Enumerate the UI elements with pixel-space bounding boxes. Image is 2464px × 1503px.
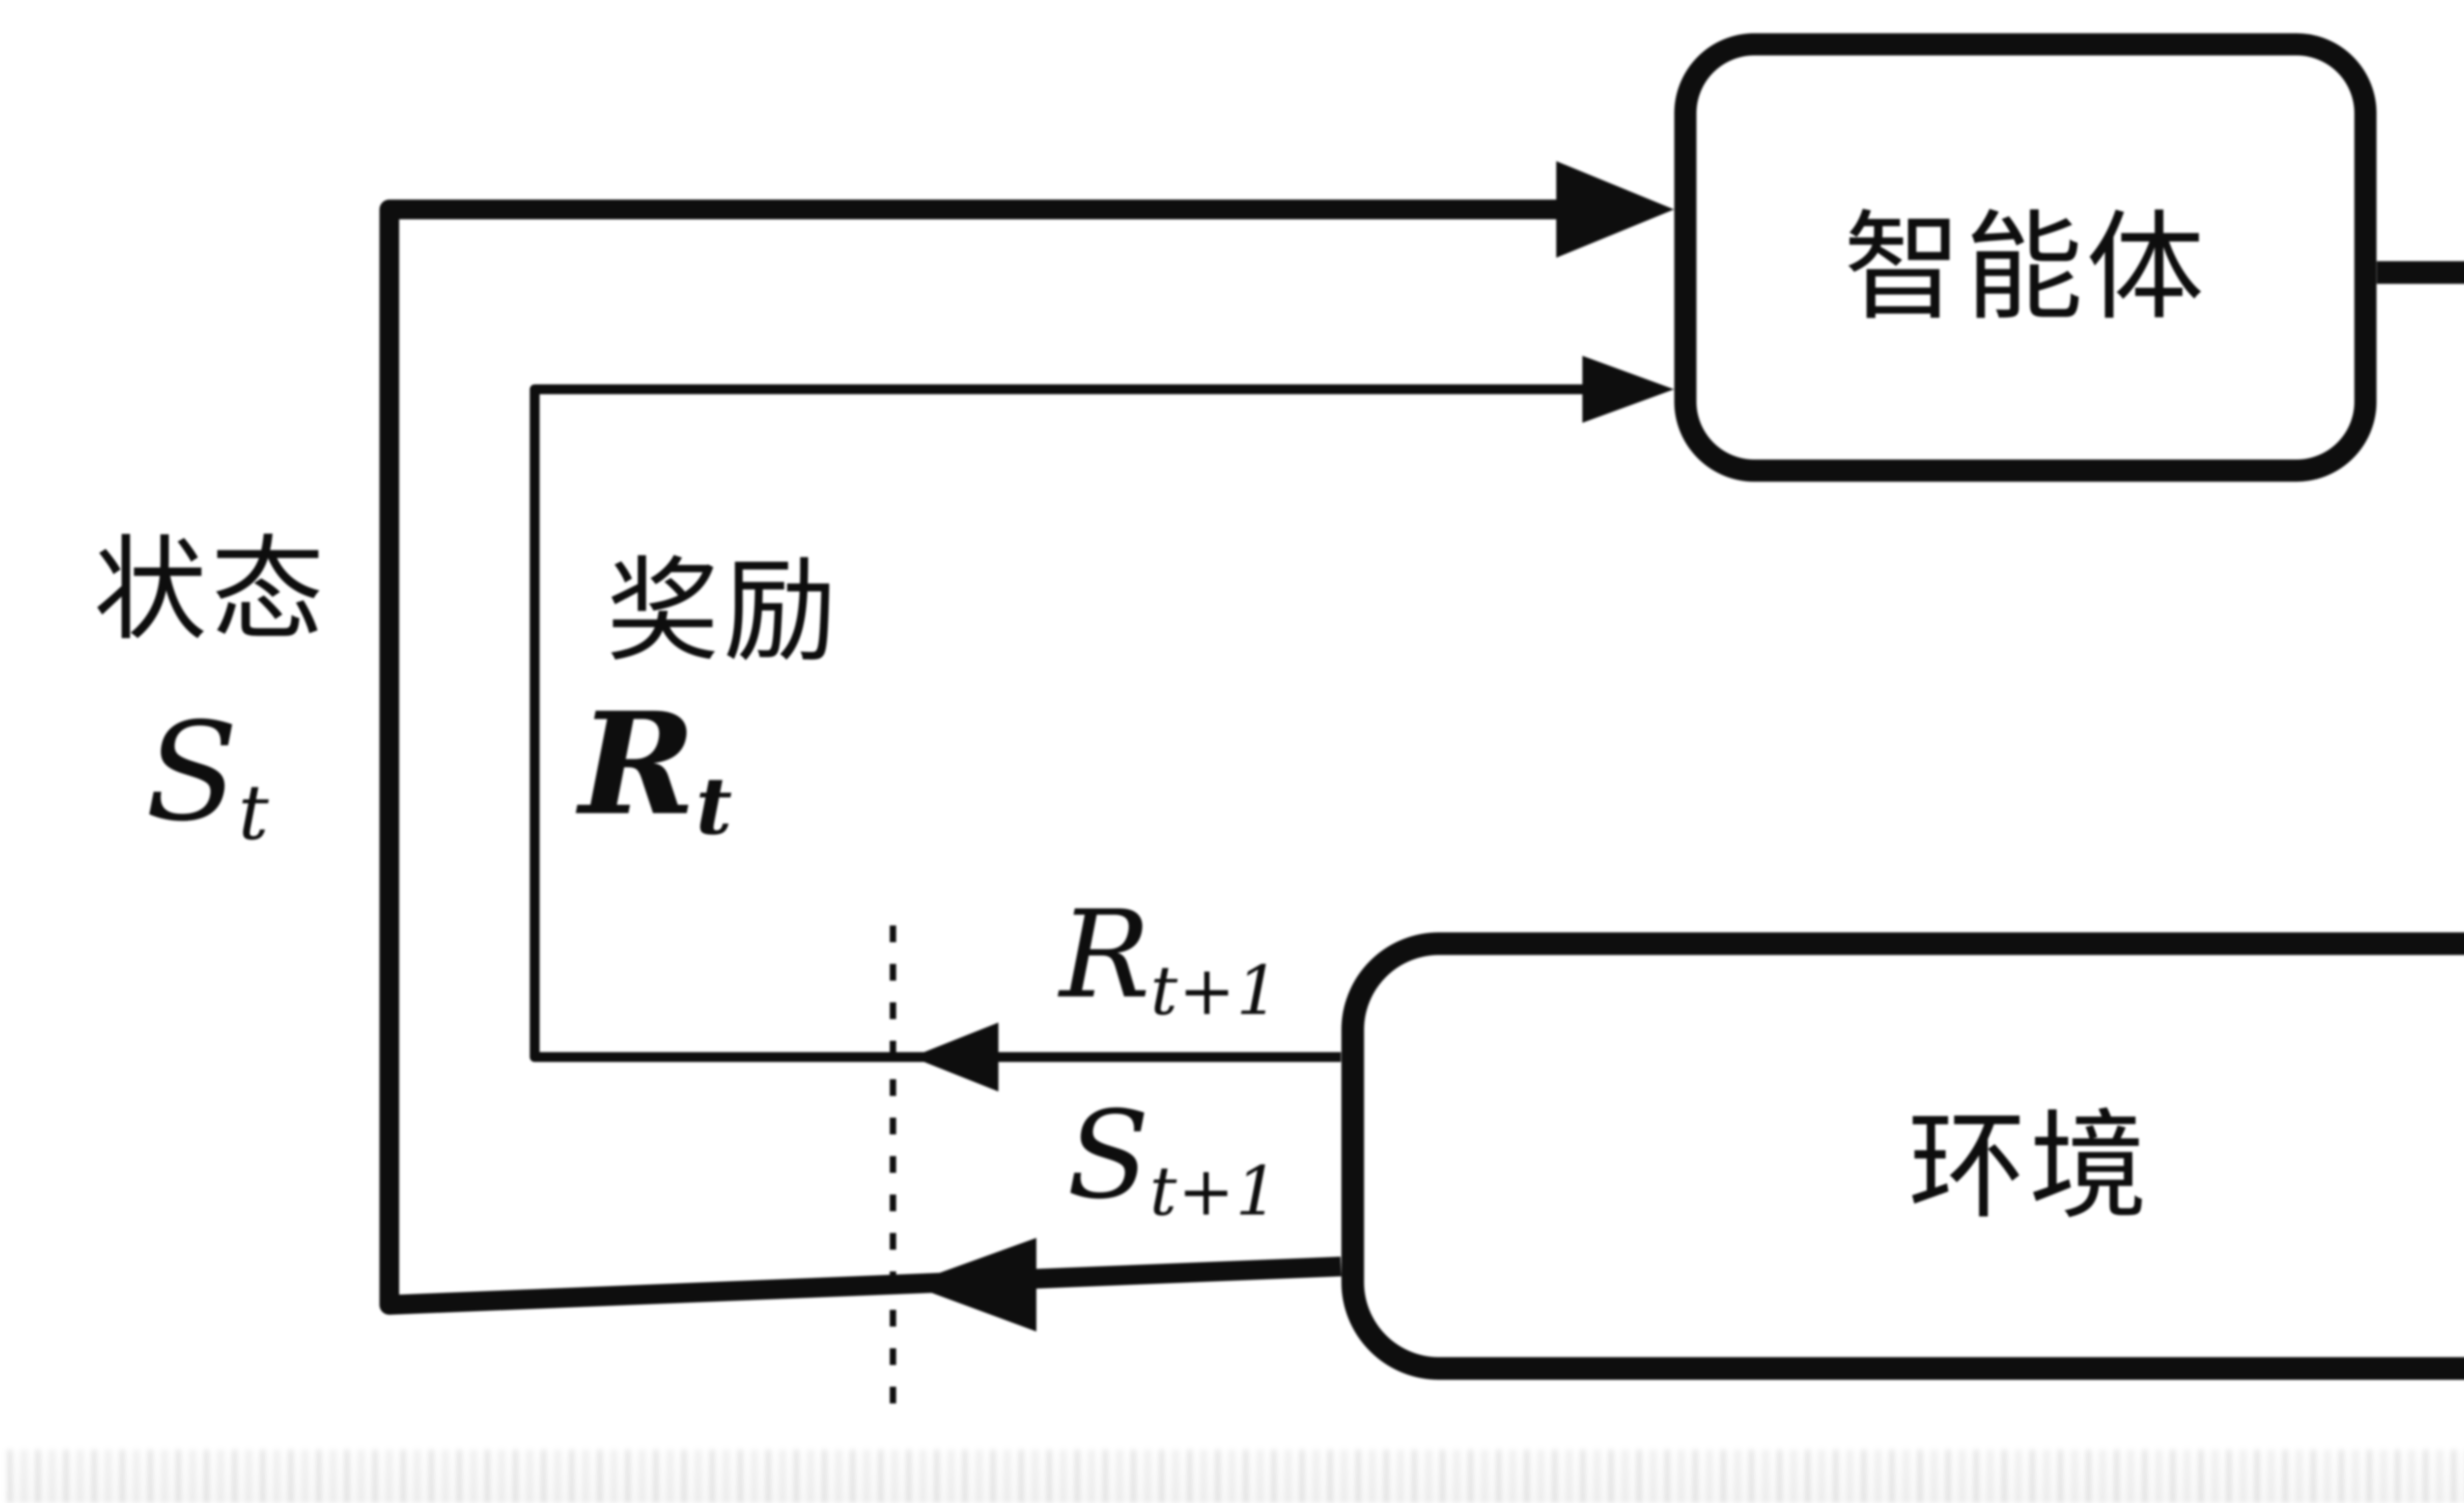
next-state-symbol: St+1	[1067, 1095, 1279, 1226]
next-state-subscript: t+1	[1149, 1152, 1280, 1231]
state-to-agent-arrowhead	[1556, 161, 1674, 258]
state-loop-line	[379, 200, 1567, 1315]
next-reward-letter: R	[1060, 885, 1151, 1025]
agent-box	[1674, 33, 2377, 482]
next-state-arrowhead	[908, 1238, 1036, 1332]
reward-symbol-letter: R	[579, 682, 696, 847]
reward-symbol: Rt	[579, 694, 733, 846]
reward-symbol-subscript: t	[695, 759, 733, 853]
state-symbol-subscript: t	[238, 769, 270, 857]
state-symbol-letter: S	[145, 693, 239, 851]
next-reward-symbol: Rt+1	[1060, 894, 1280, 1025]
agent-box-label: 智能体	[1843, 203, 2207, 334]
environment-box-label: 环境	[1908, 1101, 2151, 1233]
environment-box	[1341, 932, 2464, 1380]
cropped-caption-remnant	[7, 1450, 2464, 1503]
reward-caption: 奖励	[606, 549, 841, 675]
state-caption: 状态	[94, 528, 329, 654]
next-reward-subscript: t+1	[1150, 952, 1280, 1030]
next-reward-arrowhead	[912, 1023, 998, 1092]
next-state-letter: S	[1067, 1085, 1150, 1226]
reward-to-agent-arrowhead	[1582, 356, 1674, 423]
state-symbol: St	[145, 705, 270, 851]
